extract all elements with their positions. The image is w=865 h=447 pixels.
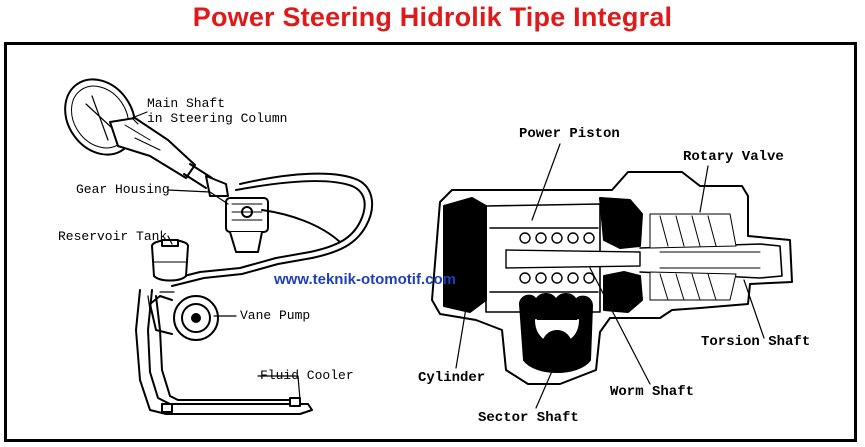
gear-cross-section <box>431 171 793 385</box>
label-torsion-shaft: Torsion Shaft <box>701 334 811 350</box>
label-main-shaft-line2: in Steering Column <box>147 111 288 126</box>
label-reservoir-tank: Reservoir Tank <box>58 229 168 244</box>
label-gear-housing: Gear Housing <box>76 182 170 197</box>
hydraulic-hoses <box>167 172 374 287</box>
label-power-piston: Power Piston <box>519 126 620 142</box>
fluid-cooler-lines <box>135 289 313 415</box>
leader-lines <box>131 111 765 409</box>
vane-pump <box>149 295 219 341</box>
gear-housing <box>225 197 269 253</box>
label-vane-pump: Vane Pump <box>240 308 311 323</box>
label-sector-shaft: Sector Shaft <box>478 410 579 426</box>
label-main-shaft-line1: Main Shaft <box>147 96 226 111</box>
label-cylinder: Cylinder <box>418 370 486 386</box>
reservoir-tank <box>151 239 189 282</box>
diagram-title: Power Steering Hidrolik Tipe Integral <box>192 2 673 32</box>
watermark-text: www.teknik-otomotif.com <box>274 271 456 288</box>
label-rotary-valve: Rotary Valve <box>683 149 784 165</box>
label-fluid-cooler: Fluid Cooler <box>260 368 354 383</box>
label-worm-shaft: Worm Shaft <box>610 384 695 400</box>
steering-column <box>109 117 229 197</box>
